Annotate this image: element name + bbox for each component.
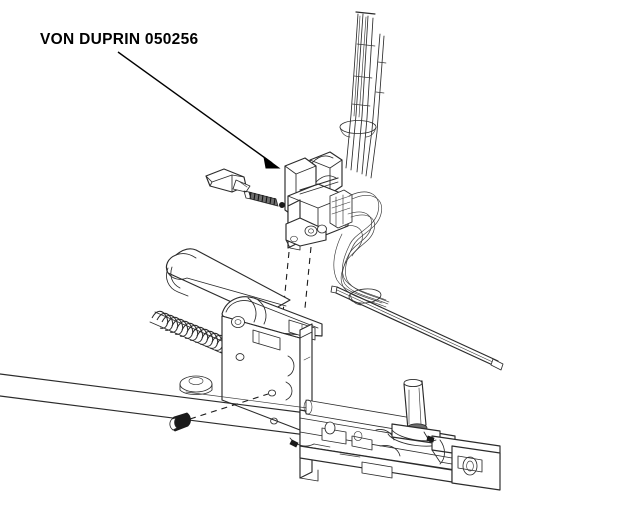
switch-actuator-body [284,151,353,251]
coil-spring [149,310,234,395]
clip-terminal [205,168,251,193]
callout-leader [117,51,281,169]
vertical-push-rod [345,11,387,179]
wire-harness [333,191,390,308]
cable-conduit [330,285,504,371]
conduit-collar-ring [348,288,382,306]
assembly-alignment-lines [282,246,312,314]
rail-wire-detail [289,437,331,448]
mounting-screw [169,393,269,432]
part-number-label: VON DUPRIN 050256 [40,31,199,48]
leader-arrowhead [263,155,281,169]
end-bracket [423,431,501,491]
rod-collar-ring [339,120,377,138]
hatched-spring-pin [243,190,285,208]
